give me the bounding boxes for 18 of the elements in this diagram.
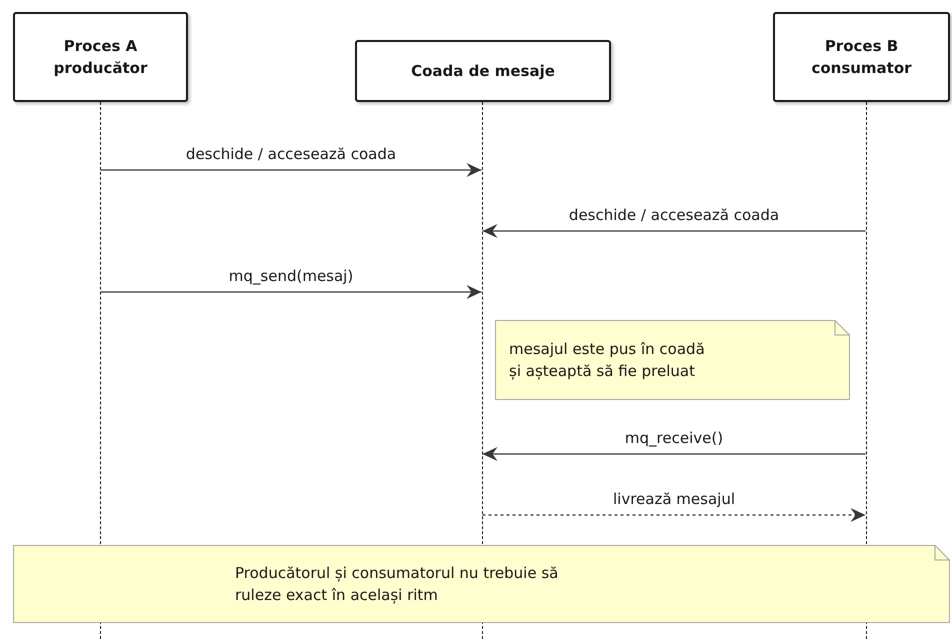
message-arrow	[100, 285, 482, 299]
edge-label: deschide / accesează coada	[568, 205, 780, 225]
edge-label: mq_receive()	[624, 428, 724, 448]
message-arrow	[100, 163, 482, 177]
note-text: mesajul este pus în coadă și așteaptă să fie preluat	[509, 339, 706, 382]
edge-label: mq_send(mesaj)	[228, 266, 354, 286]
message-arrow	[482, 447, 866, 461]
participant-name: Proces A producător	[52, 36, 148, 79]
edge-label: livrează mesajul	[613, 489, 735, 509]
participant-name: Coada de mesaje	[410, 61, 556, 82]
participant-box	[355, 40, 611, 102]
edge-label: deschide / accesează coada	[186, 144, 396, 164]
participant-box	[13, 12, 188, 102]
message-arrow	[482, 508, 866, 522]
participant-box	[773, 12, 950, 102]
note-text: Producătorul și consumatorul nu trebuie să ruleze exact în același ritm	[235, 563, 560, 606]
participant-name: Proces B consumator	[810, 36, 913, 79]
message-arrow	[482, 224, 866, 238]
